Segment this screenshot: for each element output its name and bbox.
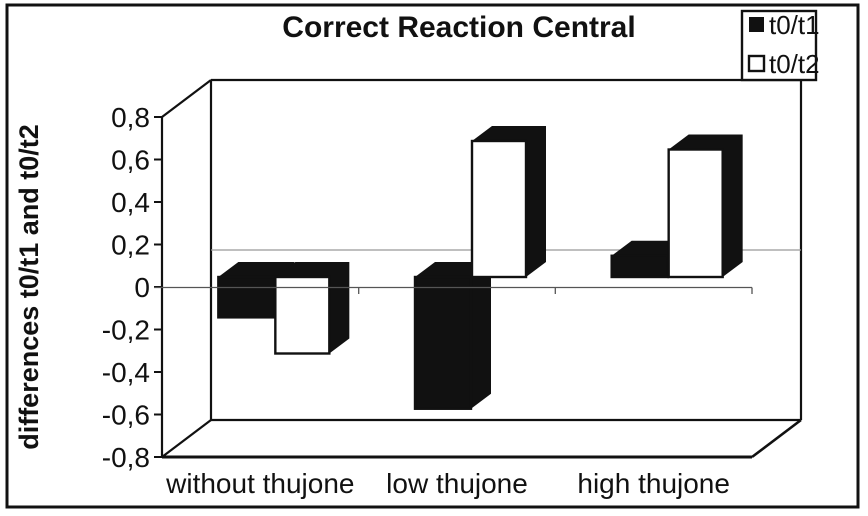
legend-swatch-t0t2-icon — [747, 54, 766, 73]
bar-extrusion-t0/t2 — [275, 262, 350, 354]
y-tick-label: -0,6 — [102, 400, 150, 431]
y-tick-labels: 0,8 0,6 0,4 0,2 0 -0,2 -0,4 -0,6 -0,8 — [102, 102, 150, 473]
y-tick-label: -0,2 — [102, 315, 150, 346]
category-label: low thujone — [386, 468, 528, 499]
bar-t0/t2-high-thujone — [667, 148, 724, 279]
value-axis-ticks — [154, 116, 163, 458]
bar-extrusion-t0/t2 — [668, 134, 743, 277]
bar-t0/t1-without-thujone — [217, 275, 276, 319]
category-label: high thujone — [577, 468, 730, 499]
bar-t0/t2-low-thujone — [470, 139, 528, 279]
bar-t0/t2-without-thujone — [274, 275, 331, 355]
y-axis-title: differences t0/t1 and t0/t2 — [14, 124, 44, 450]
y-tick-label: 0 — [134, 272, 150, 303]
frame-top-left-slant — [161, 79, 212, 118]
bar-extrusion-t0/t2 — [472, 126, 546, 277]
category-axis — [154, 286, 753, 294]
y-tick-label: 0,4 — [111, 187, 150, 218]
legend-label-t0t2: t0/t2 — [769, 49, 820, 79]
bars-group — [217, 126, 743, 410]
y-tick-label: 0,2 — [111, 230, 150, 261]
bar-t0/t1-high-thujone — [610, 254, 669, 279]
y-tick-label: 0,8 — [111, 102, 150, 133]
legend-label-t0t1: t0/t1 — [769, 10, 820, 40]
legend: t0/t1 t0/t2 — [740, 9, 820, 82]
floor-right-slant — [751, 418, 802, 459]
frame-bottom-left-slant — [161, 419, 212, 458]
bar-t0/t1-low-thujone — [413, 275, 473, 410]
y-tick-label: -0,4 — [102, 357, 150, 388]
category-labels: without thujone low thujone high thujone — [165, 468, 730, 499]
category-label: without thujone — [165, 468, 354, 499]
plot-frame — [160, 78, 803, 459]
y-tick-label: -0,8 — [102, 442, 150, 473]
legend-swatch-t0t1-icon — [749, 17, 764, 32]
chart-title: Correct Reaction Central — [282, 11, 635, 44]
figure-border — [5, 3, 860, 509]
y-tick-label: 0,6 — [111, 145, 150, 176]
